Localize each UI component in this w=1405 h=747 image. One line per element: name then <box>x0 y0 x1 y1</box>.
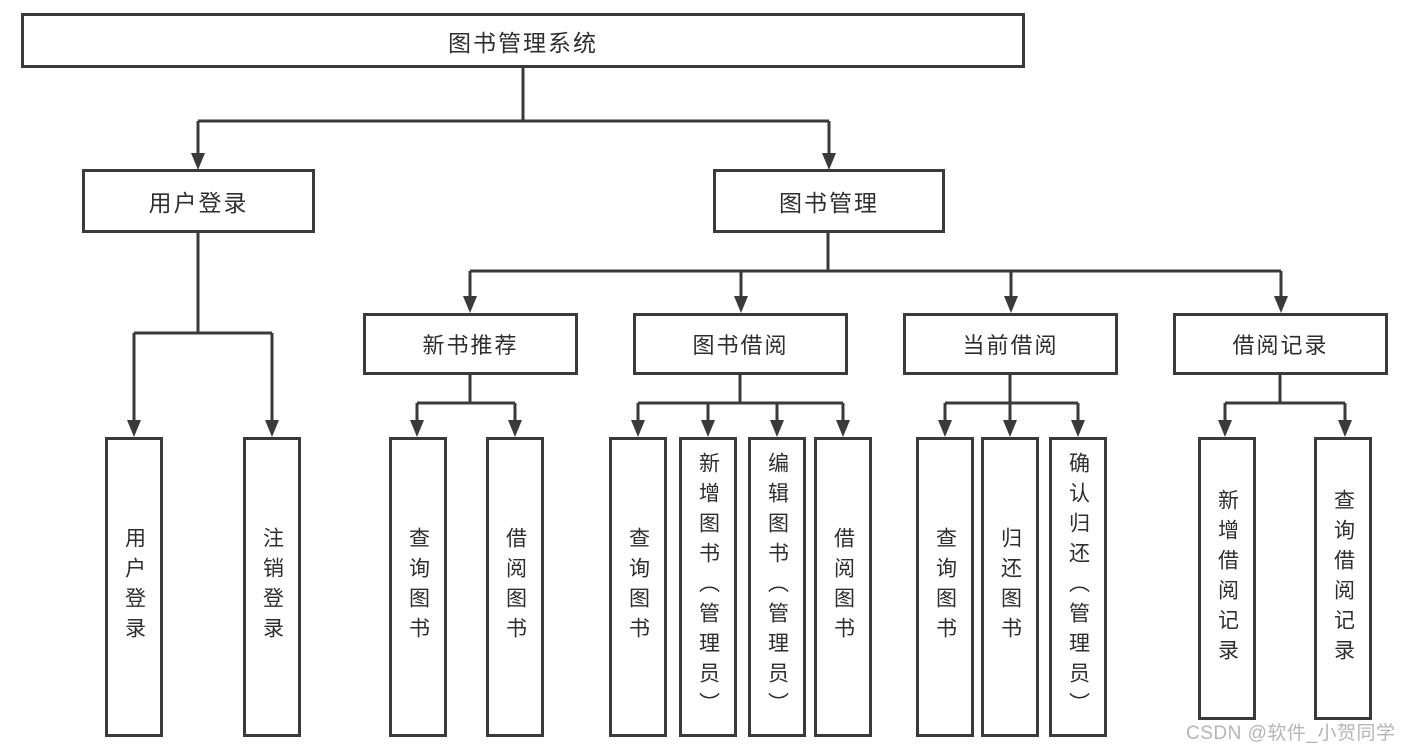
arrow-down-icon <box>734 296 748 313</box>
node-label: 借阅图书 <box>831 527 855 647</box>
node-user-login: 用户登录 <box>82 169 315 233</box>
node-library-system: 图书管理系统 <box>21 13 1025 68</box>
leaf-logout: 注销登录 <box>243 437 301 737</box>
arrow-down-icon <box>265 420 279 437</box>
node-label: 用户登录 <box>148 190 249 216</box>
leaf-add-borrow-record: 新增借阅记录 <box>1198 437 1256 720</box>
node-label: 注销登录 <box>260 527 284 647</box>
arrow-down-icon <box>770 420 784 437</box>
leaf-user-login: 用户登录 <box>105 437 163 737</box>
arrow-down-icon <box>1218 420 1232 437</box>
connector-new-book-recommend <box>415 375 517 421</box>
connector-borrowing-records <box>1223 375 1347 421</box>
arrow-down-icon <box>701 420 715 437</box>
node-label: 图书借阅 <box>692 333 789 358</box>
arrow-down-icon <box>191 153 205 170</box>
node-new-book-recommend: 新书推荐 <box>363 313 578 375</box>
node-label: 编辑图书（管理员） <box>765 452 789 722</box>
arrow-down-icon <box>463 296 477 313</box>
node-label: 确认归还（管理员） <box>1066 452 1090 722</box>
connector-book-borrowing <box>636 375 845 421</box>
node-label: 图书管理 <box>779 190 879 216</box>
connector-current-borrowing <box>943 375 1080 421</box>
leaf-borrow-books-1: 借阅图书 <box>486 437 544 737</box>
node-label: 新增图书（管理员） <box>696 452 720 722</box>
leaf-borrow-books-2: 借阅图书 <box>814 437 872 737</box>
node-current-borrowing: 当前借阅 <box>903 313 1118 375</box>
arrow-down-icon <box>631 420 645 437</box>
arrow-down-icon <box>1338 420 1352 437</box>
node-borrowing-records: 借阅记录 <box>1173 313 1388 375</box>
leaf-query-borrow-record: 查询借阅记录 <box>1314 437 1372 720</box>
arrow-down-icon <box>938 420 952 437</box>
node-book-borrowing: 图书借阅 <box>633 313 848 375</box>
node-label: 新书推荐 <box>422 333 519 358</box>
node-label: 查询图书 <box>626 527 650 647</box>
connector-user-login <box>132 233 274 421</box>
arrow-down-icon <box>127 420 141 437</box>
node-label: 查询图书 <box>406 527 430 647</box>
node-label: 查询借阅记录 <box>1331 488 1355 669</box>
node-book-management: 图书管理 <box>713 169 945 233</box>
arrow-down-icon <box>410 420 424 437</box>
arrow-down-icon <box>822 153 836 170</box>
node-label: 查询图书 <box>933 527 957 647</box>
leaf-add-book-admin: 新增图书（管理员） <box>679 437 737 737</box>
arrow-down-icon <box>1071 420 1085 437</box>
connector-book-management <box>468 233 1283 297</box>
leaf-confirm-return-admin: 确认归还（管理员） <box>1049 437 1107 737</box>
arrow-down-icon <box>1004 296 1018 313</box>
arrow-down-icon <box>1274 296 1288 313</box>
node-label: 用户登录 <box>122 527 146 647</box>
node-label: 当前借阅 <box>962 333 1059 358</box>
connector-root <box>196 68 831 153</box>
leaf-query-books-3: 查询图书 <box>916 437 974 737</box>
leaf-edit-book-admin: 编辑图书（管理员） <box>748 437 806 737</box>
leaf-query-books-1: 查询图书 <box>389 437 447 737</box>
watermark: CSDN @软件_小贺同学 <box>1186 723 1396 744</box>
node-label: 归还图书 <box>998 527 1022 647</box>
leaf-query-books-2: 查询图书 <box>609 437 667 737</box>
node-label: 图书管理系统 <box>448 29 598 56</box>
arrow-down-icon <box>836 420 850 437</box>
node-label: 借阅记录 <box>1232 333 1329 358</box>
node-label: 借阅图书 <box>503 527 527 647</box>
node-label: 新增借阅记录 <box>1215 488 1239 669</box>
leaf-return-book: 归还图书 <box>981 437 1039 737</box>
arrow-down-icon <box>508 420 522 437</box>
arrow-down-icon <box>1003 420 1017 437</box>
